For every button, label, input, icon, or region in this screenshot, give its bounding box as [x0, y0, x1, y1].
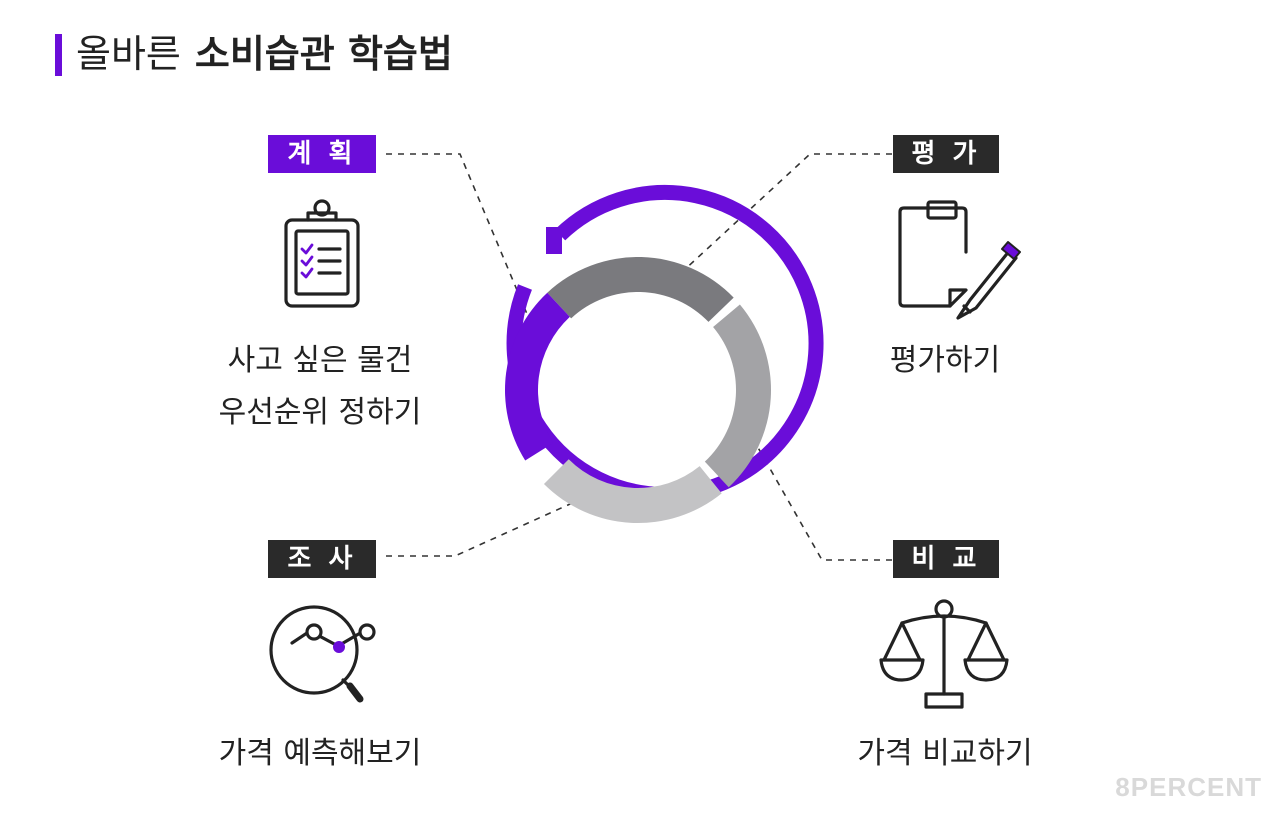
description-plan-line-1: 사고 싶은 물건 — [227, 343, 413, 378]
connector-eval — [667, 153, 892, 286]
balance-scale-icon — [879, 599, 1009, 709]
brand-watermark: 8PERCENT — [1115, 772, 1262, 802]
connector-compare — [747, 429, 892, 561]
page-title-bold: 소비습관 학습법 — [194, 32, 453, 76]
connector-plan — [386, 153, 541, 346]
clipboard-pencil-icon — [898, 200, 1021, 320]
description-research-line-1: 가격 예측해보기 — [218, 736, 422, 771]
tag-compare: 비 교 — [893, 540, 999, 578]
description-compare-line-1: 가격 비교하기 — [857, 736, 1033, 771]
description-research: 가격 예측해보기 — [170, 728, 470, 780]
description-eval-line-1: 평가하기 — [889, 343, 1001, 378]
magnifier-chart-icon — [269, 605, 376, 703]
page-title-light: 올바른 — [76, 32, 181, 76]
tag-eval: 평 가 — [893, 135, 999, 173]
tag-plan: 계 획 — [268, 135, 376, 173]
page-title: 올바른 소비습관 학습법 — [76, 30, 453, 78]
description-plan-line-2: 우선순위 정하기 — [218, 395, 422, 430]
connector-research — [386, 494, 591, 557]
tag-research: 조 사 — [268, 540, 376, 578]
description-eval: 평가하기 — [800, 335, 1090, 387]
segment-eval-to-compare — [704, 304, 772, 488]
clipboard-checklist-icon — [284, 199, 360, 308]
description-plan: 사고 싶은 물건 우선순위 정하기 — [170, 335, 470, 439]
segment-plan-to-eval — [547, 257, 734, 322]
segment-compare-to-research — [543, 459, 722, 523]
segment-research-to-plan — [504, 292, 570, 461]
title-accent-bar — [55, 34, 62, 76]
connector-lines — [386, 153, 892, 561]
outer-ring-start-tab — [546, 227, 562, 254]
description-compare: 가격 비교하기 — [800, 728, 1090, 780]
